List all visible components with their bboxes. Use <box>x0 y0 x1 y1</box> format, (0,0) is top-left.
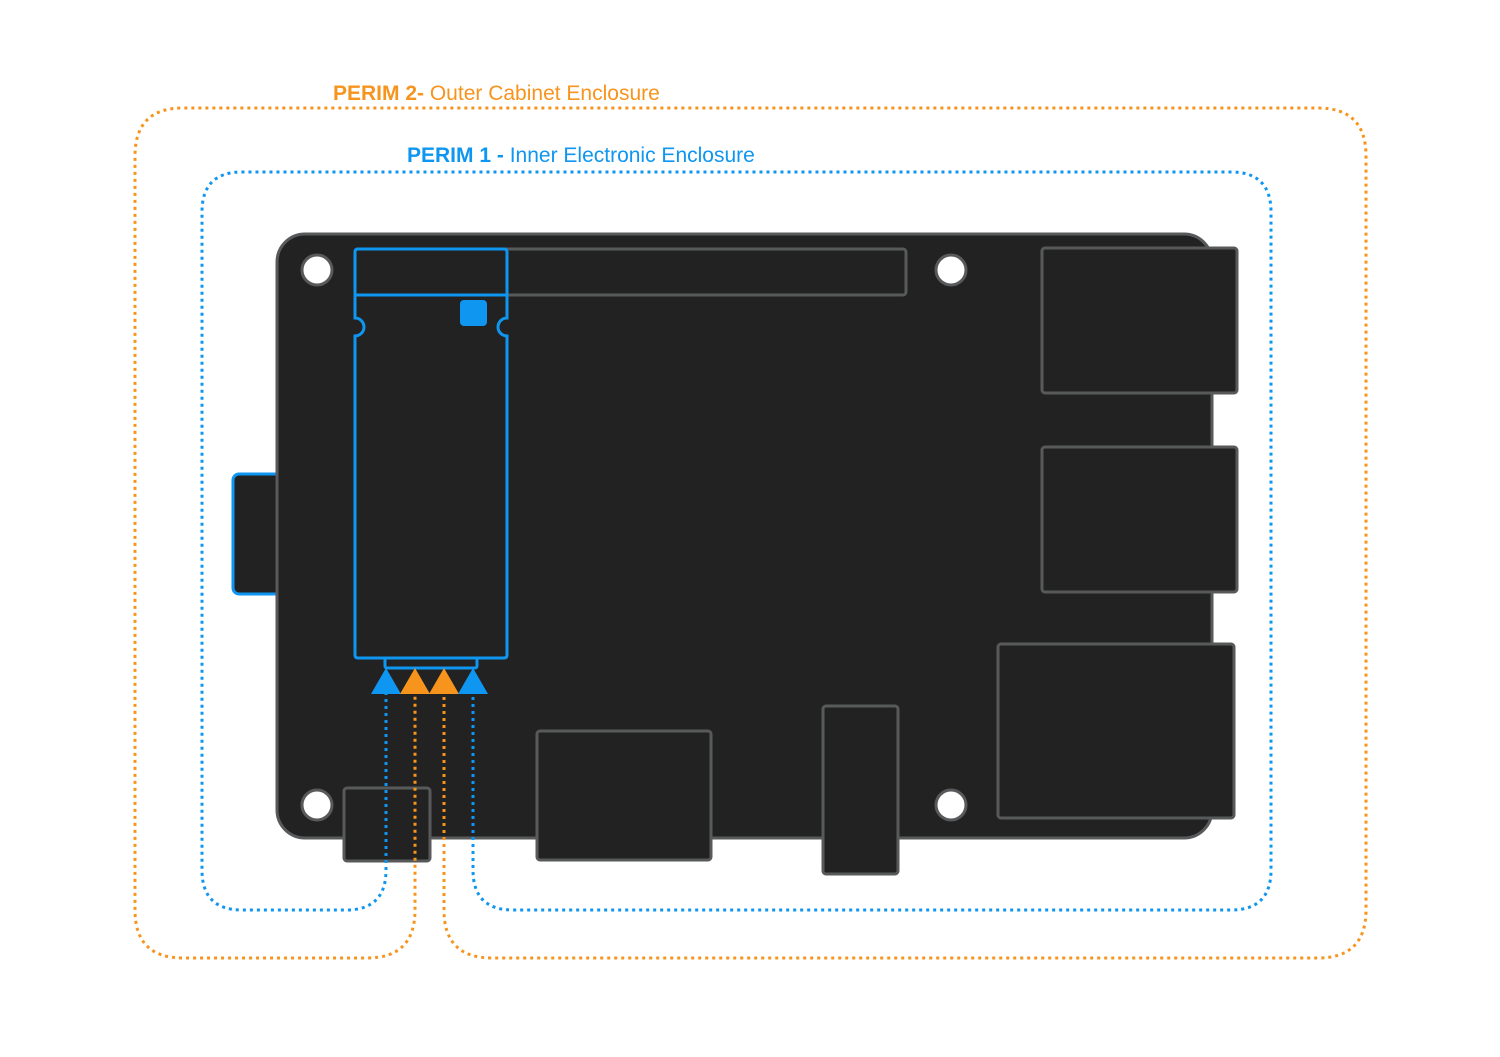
usb-port-top <box>1040 246 1239 395</box>
mounting-hole <box>934 253 968 287</box>
ethernet-port <box>996 642 1236 820</box>
perim1-name: Inner Electronic Enclosure <box>504 144 755 167</box>
perim2-sensor-triangle <box>429 668 459 694</box>
perim2-name: Outer Cabinet Enclosure <box>424 82 660 105</box>
mounting-hole <box>300 788 334 822</box>
audio-jack <box>821 704 900 876</box>
perim2-code: PERIM 2- <box>333 82 424 105</box>
perim1-label: PERIM 1 - Inner Electronic Enclosure <box>407 144 755 167</box>
perim1-loop <box>200 170 1273 912</box>
perim1-code: PERIM 1 - <box>407 144 504 167</box>
usb-port-bottom <box>1040 445 1239 594</box>
sensor-module <box>353 247 509 660</box>
perim1-sensor-triangle <box>371 668 401 694</box>
perim2-loop <box>133 106 1368 960</box>
perim1-sensor-triangle <box>458 668 488 694</box>
perim2-sensor-triangle <box>400 668 430 694</box>
mounting-hole <box>934 788 968 822</box>
status-led <box>460 300 487 326</box>
perim2-label: PERIM 2- Outer Cabinet Enclosure <box>333 82 660 105</box>
hdmi-port <box>535 729 713 862</box>
mounting-hole <box>300 253 334 287</box>
